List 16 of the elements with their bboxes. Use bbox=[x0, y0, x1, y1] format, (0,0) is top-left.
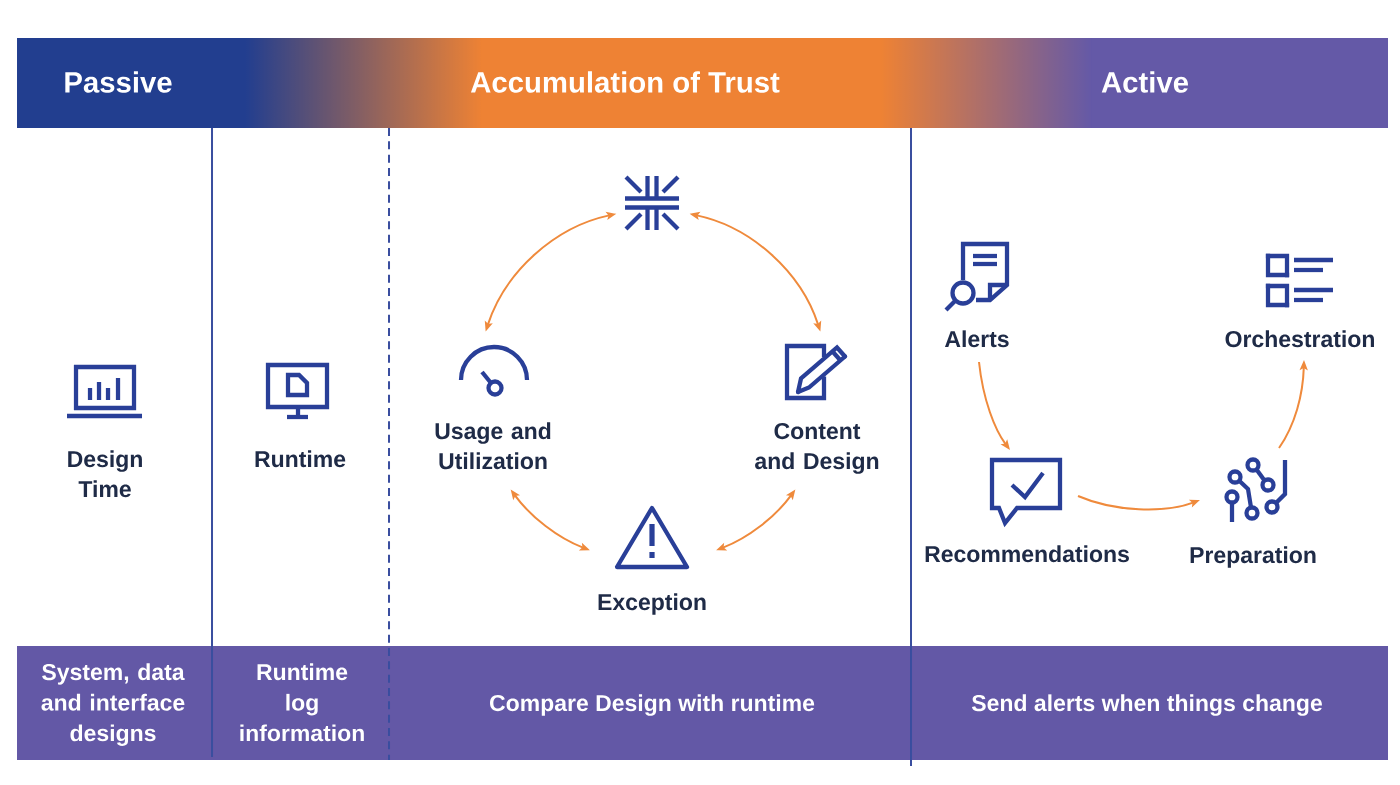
node-label: Alerts bbox=[944, 330, 1009, 348]
column-caption: Runtime log information bbox=[240, 663, 364, 742]
column-heading: Active bbox=[1101, 71, 1188, 93]
column-heading: Passive bbox=[65, 71, 172, 93]
icon-caption: Runtime bbox=[255, 450, 346, 468]
column-caption: Compare Design with runtime bbox=[490, 694, 815, 716]
column-caption: System, data and interface designs bbox=[41, 663, 185, 746]
node-label: Preparation bbox=[1190, 546, 1316, 568]
node-label: Recommendations bbox=[925, 545, 1129, 563]
column-caption: Send alerts when things change bbox=[971, 694, 1322, 716]
column-heading: Accumulation of Trust bbox=[470, 71, 780, 93]
node-label: Usage and Utilization bbox=[435, 422, 551, 470]
icon-caption: Design Time bbox=[68, 450, 142, 498]
node-label: Orchestration bbox=[1225, 330, 1374, 348]
node-label: Exception bbox=[598, 593, 706, 615]
node-label: Content and Design bbox=[755, 422, 879, 474]
